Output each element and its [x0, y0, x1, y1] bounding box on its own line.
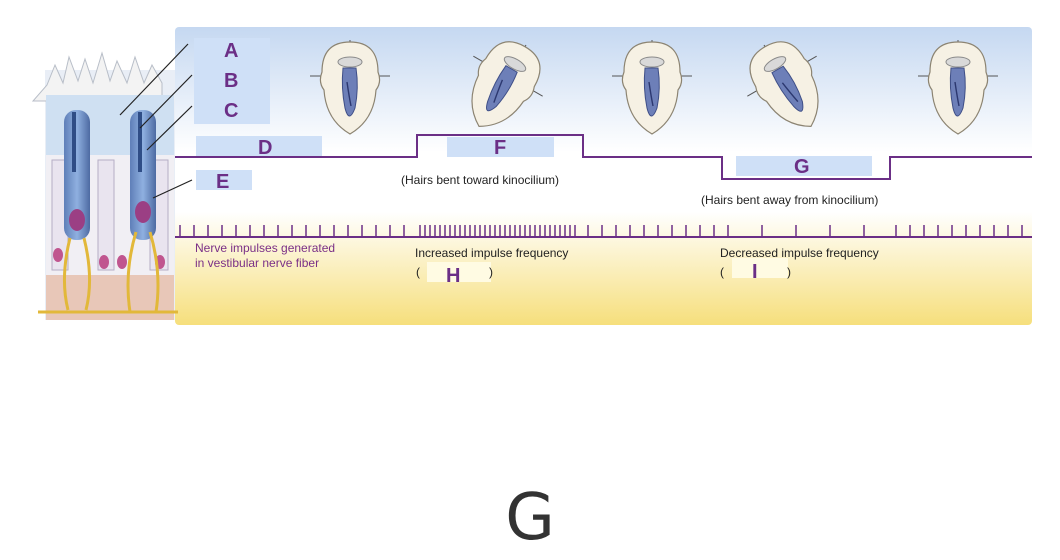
paren-close-h: ) [489, 265, 493, 279]
label-box-i [732, 258, 788, 278]
label-box-g [736, 156, 872, 176]
label-i: I [752, 261, 758, 283]
label-b: B [224, 70, 238, 92]
label-g: G [794, 156, 810, 178]
head-icon [612, 40, 692, 135]
caption-increased-frequency: Increased impulse frequency [415, 246, 568, 260]
label-box-d [196, 136, 322, 156]
label-a: A [224, 40, 238, 62]
caption-toward-kinocilium: (Hairs bent toward kinocilium) [401, 173, 559, 187]
caption-nerve-line1: Nerve impulses generated [195, 241, 335, 255]
receptor-potential-line [175, 134, 1032, 180]
head-icon [471, 41, 543, 127]
impulse-ticks [179, 225, 1023, 237]
head-icon [310, 40, 390, 135]
label-h: H [446, 265, 460, 287]
label-c: C [224, 100, 238, 122]
label-box-h [427, 262, 491, 282]
hair-cell-illustration [31, 51, 178, 320]
paren-open-h: ( [416, 265, 420, 279]
label-box-e [196, 170, 252, 190]
label-d: D [258, 137, 272, 159]
paren-open-i: ( [720, 265, 724, 279]
head-icon [918, 40, 998, 135]
head-orientations [310, 40, 998, 135]
label-box-f [447, 137, 554, 157]
diagram-panel [175, 27, 1032, 325]
paren-close-i: ) [787, 265, 791, 279]
head-icon [747, 41, 819, 127]
caption-nerve-line2: in vestibular nerve fiber [195, 256, 319, 270]
answer-text: G [505, 481, 555, 555]
caption-decreased-frequency: Decreased impulse frequency [720, 246, 879, 260]
leader-lines [119, 43, 193, 199]
label-box-abc [194, 38, 270, 124]
label-f: F [494, 137, 506, 159]
label-e: E [216, 171, 229, 193]
caption-away-from-kinocilium: (Hairs bent away from kinocilium) [701, 193, 878, 207]
